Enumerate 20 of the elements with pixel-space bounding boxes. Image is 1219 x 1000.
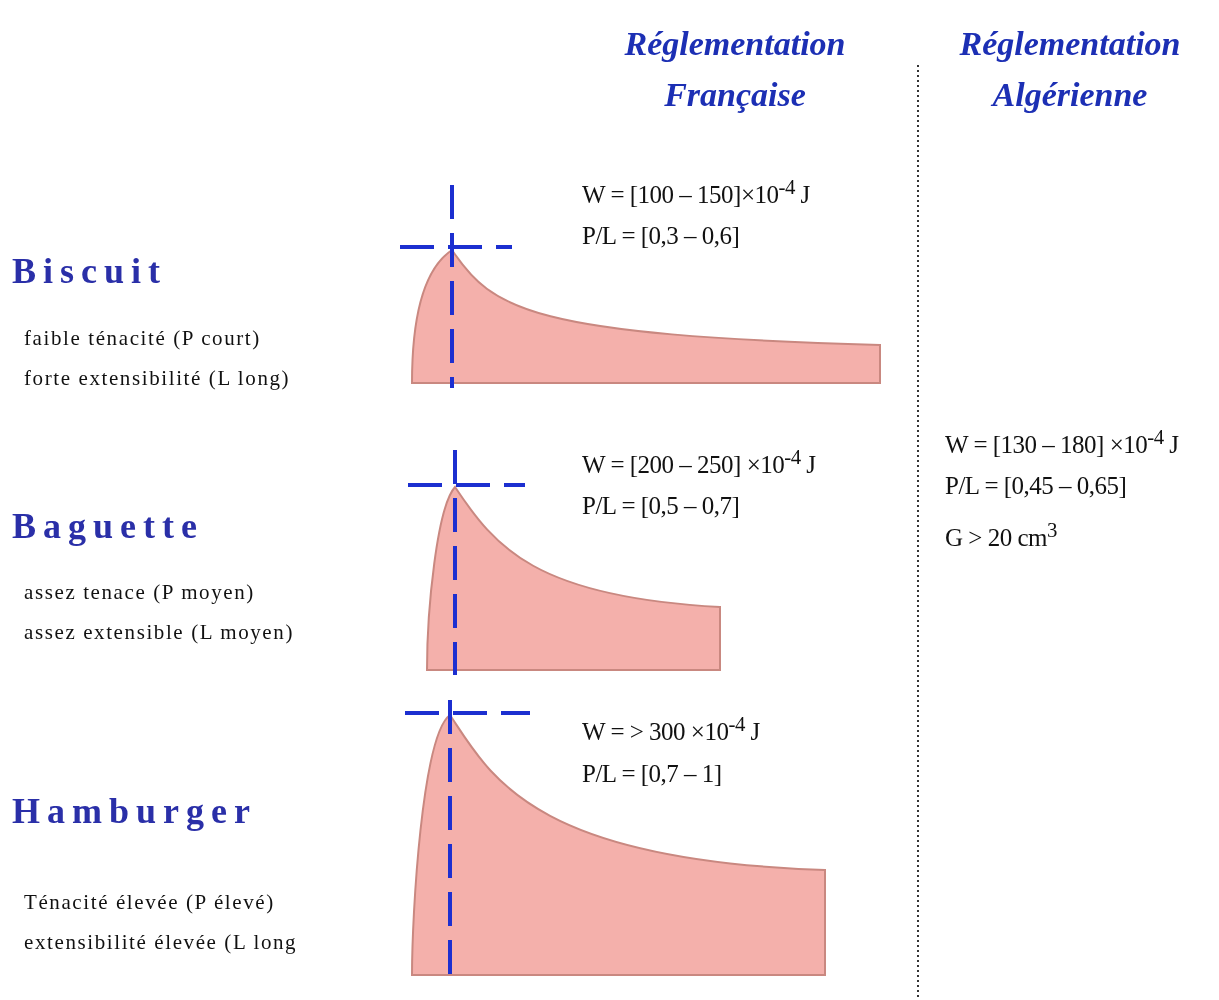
description-text: forte extensibilité (L long) bbox=[24, 366, 291, 391]
description-text: assez extensible (L moyen) bbox=[24, 620, 294, 645]
category-title: Baguette bbox=[12, 505, 204, 547]
category-title: Biscuit bbox=[12, 250, 167, 292]
description-text: assez tenace (P moyen) bbox=[24, 580, 255, 605]
parameter-text: P/L = [0,7 – 1] bbox=[582, 760, 722, 788]
parameter-text: G > 20 cm$^{3}$ bbox=[945, 518, 1057, 553]
category-title: Hamburger bbox=[12, 790, 257, 832]
column-heading: Réglementation Française bbox=[623, 24, 847, 115]
parameter-text: W = [100 – 150]×10$^{-4}$ J bbox=[582, 175, 810, 210]
description-text: Ténacité élevée (P élevé) bbox=[24, 890, 275, 915]
column-heading: Réglementation Algérienne bbox=[958, 24, 1182, 115]
parameter-text: P/L = [0,3 – 0,6] bbox=[582, 222, 740, 250]
description-text: extensibilité élevée (L long bbox=[24, 930, 298, 955]
description-text: faible ténacité (P court) bbox=[24, 326, 261, 351]
parameter-text: W = [130 – 180] ×10$^{-4}$ J bbox=[945, 425, 1179, 460]
parameter-text: W = > 300 ×10$^{-4}$ J bbox=[582, 712, 760, 747]
parameter-text: P/L = [0,45 – 0,65] bbox=[945, 472, 1127, 500]
parameter-text: P/L = [0,5 – 0,7] bbox=[582, 492, 740, 520]
parameter-text: W = [200 – 250] ×10$^{-4}$ J bbox=[582, 445, 816, 480]
